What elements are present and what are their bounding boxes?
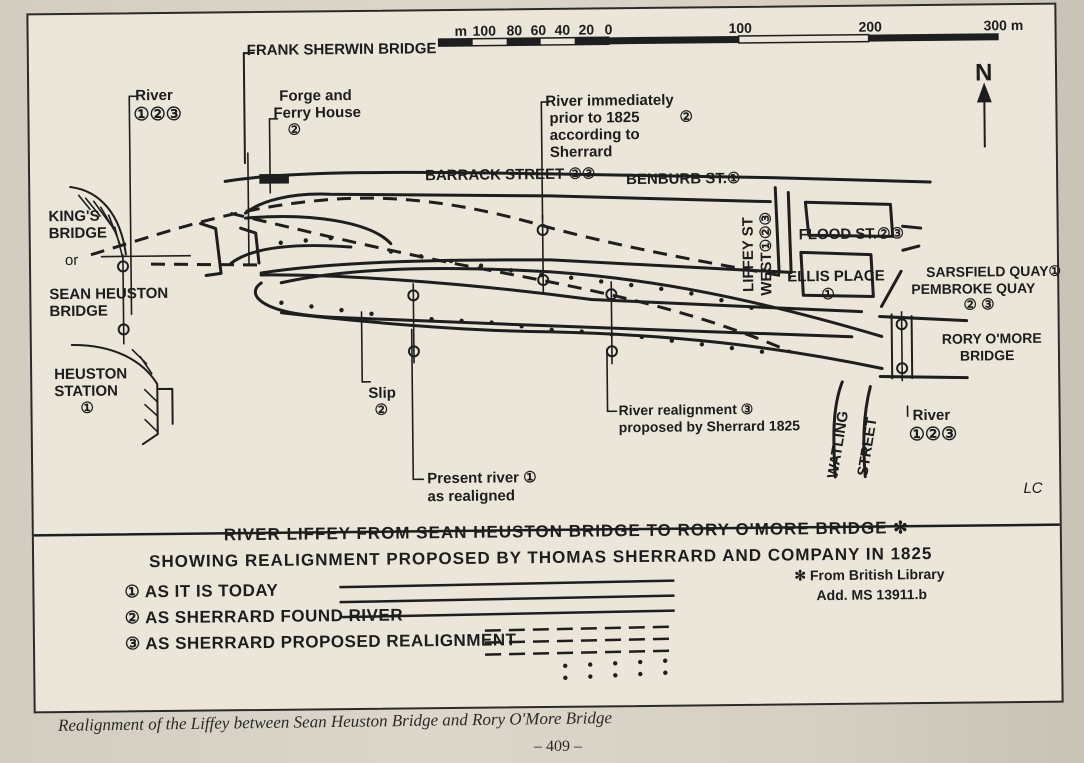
label-river-prior-1: River immediately <box>545 91 674 110</box>
label-kings: KING'S <box>48 207 100 226</box>
label-liffey-st: LIFFEY ST <box>739 217 758 292</box>
label-forge: Forge and <box>279 87 352 105</box>
north-label: N <box>974 59 993 87</box>
label-river-prior-2: prior to 1825 <box>549 108 640 127</box>
scale-tick: 60 <box>530 21 547 39</box>
label-river-2-refs: ①②③ <box>908 423 958 445</box>
label-heuston: HEUSTON <box>54 365 128 384</box>
scale-tick: 200 <box>858 18 882 35</box>
label-realignment-2: proposed by Sherrard 1825 <box>618 417 801 436</box>
label-forge-ref: ② <box>287 121 302 139</box>
label-ellis-ref: ① <box>821 285 835 304</box>
label-sarsfield-quay: SARSFIELD QUAY① <box>926 262 1062 281</box>
label-slip-ref: ② <box>374 401 389 419</box>
scale-tick: 80 <box>506 22 523 39</box>
label-kings-bridge: BRIDGE <box>48 224 108 243</box>
author-initials: LC <box>1023 479 1043 497</box>
source-note: ✻ From British Library Add. MS 13911.b <box>794 564 945 606</box>
scale-tick: 300 m <box>983 16 1024 34</box>
map-drawing <box>32 33 1062 681</box>
map-figure: m 100 80 60 40 20 0 100 200 300 m FRANK … <box>26 2 1064 714</box>
label-river-prior-4: Sherrard <box>549 143 613 161</box>
label-benburb-st: BENBURB ST.① <box>626 169 741 189</box>
scale-label-m: m <box>454 22 468 39</box>
label-ferry-house: Ferry House <box>273 103 362 122</box>
north-quay-line <box>223 170 932 184</box>
scale-tick: 100 <box>472 22 497 39</box>
label-rory-omore-bridge: BRIDGE <box>959 347 1015 364</box>
label-slip: Slip <box>368 384 396 402</box>
label-rory-omore: RORY O'MORE <box>941 329 1042 347</box>
label-river-1-refs: ①②③ <box>133 103 182 125</box>
label-pembroke-quay: PEMBROKE QUAY <box>911 279 1036 298</box>
label-sean-heuston: SEAN HEUSTON <box>49 284 169 304</box>
label-river-prior-ref: ② <box>679 108 694 126</box>
label-river-1: River <box>135 86 173 105</box>
label-frank-sherwin-bridge: FRANK SHERWIN BRIDGE <box>246 40 437 60</box>
label-sean-heuston-bridge: BRIDGE <box>49 302 108 321</box>
scale-tick: 0 <box>604 21 613 38</box>
label-west: WEST①②③ <box>757 211 776 296</box>
page-number: – 409 – <box>534 738 582 755</box>
scale-tick: 40 <box>554 21 571 38</box>
scale-bar <box>437 33 999 47</box>
label-present-river-2: as realigned <box>427 487 516 506</box>
legend-samples <box>339 579 676 656</box>
source-line-1: ✻ From British Library <box>794 565 945 584</box>
legend-divider <box>32 523 1062 537</box>
scale-tick: 20 <box>578 21 595 38</box>
source-line-2: Add. MS 13911.b <box>816 586 928 604</box>
label-ellis-place: ELLIS PLACE <box>787 267 885 286</box>
north-arrow <box>976 82 992 148</box>
label-river-prior-3: according to <box>549 125 640 144</box>
label-realignment-1: River realignment ③ <box>618 400 754 419</box>
label-heuston-ref: ① <box>80 399 95 417</box>
legend-item-proposed: ③ AS SHERRARD PROPOSED REALIGNMENT <box>124 630 517 654</box>
legend-item-found: ② AS SHERRARD FOUND RIVER <box>124 605 404 628</box>
label-barrack-street: BARRACK STREET ②③ <box>424 165 596 185</box>
label-pembroke-ref: ② ③ <box>963 296 995 314</box>
scale-tick: 100 <box>728 19 752 37</box>
label-or: or <box>64 251 79 270</box>
label-flood-st: FLOOD ST.②③ <box>798 225 905 244</box>
label-river-2: River <box>912 406 951 425</box>
label-heuston-station: STATION <box>54 382 119 401</box>
legend-item-today: ① AS IT IS TODAY <box>124 580 279 602</box>
label-present-river-1: Present river ① <box>427 469 537 488</box>
